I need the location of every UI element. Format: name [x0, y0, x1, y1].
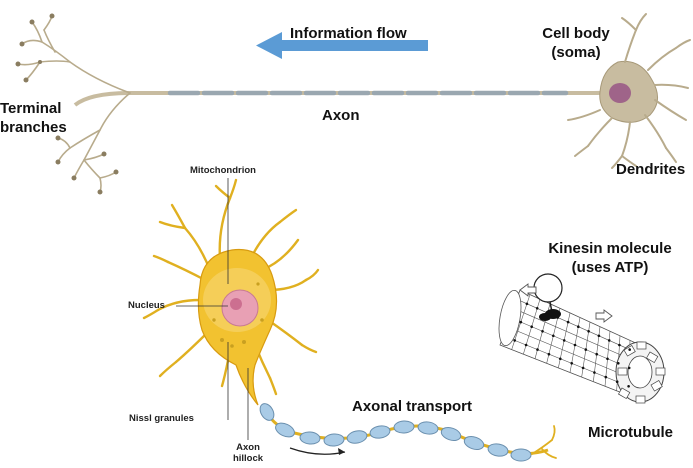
- kinesin-label-line1: Kinesin molecule: [548, 240, 672, 257]
- tubulin-dot: [577, 325, 580, 329]
- tubulin-dot: [570, 362, 573, 365]
- tubulin-dot: [547, 352, 551, 356]
- tubulin-dot: [618, 343, 621, 347]
- tubulin-dot: [604, 375, 608, 379]
- tubulin-dot: [552, 334, 555, 338]
- terminal-branches-label: Terminal branches: [0, 99, 67, 137]
- cell-body-label-line2: (soma): [551, 44, 601, 61]
- nissl-granules-label: Nissl granules: [129, 413, 194, 424]
- terminal-branches-label-line1: Terminal: [0, 100, 62, 117]
- nissl-dots: [212, 282, 264, 348]
- tubulin-dot: [536, 348, 539, 351]
- tubulin-dot: [627, 366, 631, 370]
- tubulin-dot: [581, 366, 585, 370]
- terminal-branches-label-line2: branches: [0, 119, 67, 136]
- top-soma-nucleus: [609, 83, 631, 103]
- nucleus-label: Nucleus: [128, 300, 165, 311]
- tubulin-dot: [593, 371, 596, 374]
- tubulin-dot: [587, 330, 590, 333]
- tubulin-dot: [597, 334, 601, 338]
- tubulin-dot: [595, 352, 598, 356]
- dendrites-label: Dendrites: [616, 161, 686, 178]
- tubulin-dot: [535, 307, 539, 310]
- bottom-neuron: [142, 178, 320, 440]
- microtubule: [498, 289, 666, 404]
- axon-hillock-label: Axon hillock: [226, 442, 270, 464]
- left-arrow-icon: [256, 32, 428, 59]
- tubulin-dot: [584, 348, 588, 351]
- axon-label: Axon: [322, 107, 360, 124]
- tubulin-dot: [615, 380, 619, 384]
- tubulin-dot: [606, 357, 609, 361]
- kinesin-molecule: [533, 273, 563, 321]
- terminal-boutons: [15, 13, 119, 195]
- right-arrow-icon: [289, 447, 346, 455]
- mitochondrion-label: Mitochondrion: [190, 165, 256, 176]
- tubulin-dot: [559, 357, 562, 361]
- tubulin-dot: [525, 302, 529, 306]
- tubulin-dot: [541, 330, 544, 333]
- top-neuron: [15, 13, 691, 195]
- information-flow-label: Information flow: [290, 25, 407, 42]
- tubulin-dot: [519, 320, 523, 324]
- axonal-transport-label: Axonal transport: [352, 398, 473, 415]
- axon-hillock-label-line2: hillock: [232, 453, 264, 464]
- cell-body-label-line1: Cell body: [542, 25, 610, 42]
- tubulin-dot: [524, 343, 528, 347]
- tubulin-dot: [562, 339, 566, 342]
- tubulin-dot: [573, 343, 577, 347]
- microtubule-label: Microtubule: [588, 424, 673, 441]
- kinesin-label-line2: (uses ATP): [571, 259, 649, 276]
- tubulin-dot: [566, 320, 570, 324]
- kinesin-label: Kinesin molecule (uses ATP): [540, 239, 680, 277]
- tubulin-dot: [627, 385, 630, 388]
- nucleolus: [230, 298, 242, 310]
- axon-hillock-label-line1: Axon: [236, 442, 260, 453]
- soma-dendrites: [567, 13, 691, 169]
- tubulin-dot: [530, 325, 533, 329]
- terminal-branches: [17, 15, 131, 193]
- axon-sheath: [259, 403, 557, 462]
- cell-body-label: Cell body (soma): [528, 24, 624, 62]
- tubulin-dot: [607, 339, 611, 342]
- hollow-arrows: [519, 283, 613, 323]
- top-soma: [599, 60, 658, 123]
- tubulin-dot: [513, 339, 516, 342]
- microtubule-dots: [513, 302, 631, 388]
- tubulin-dot: [628, 348, 631, 351]
- leader-lines: [176, 178, 249, 440]
- tubulin-dot: [617, 362, 620, 365]
